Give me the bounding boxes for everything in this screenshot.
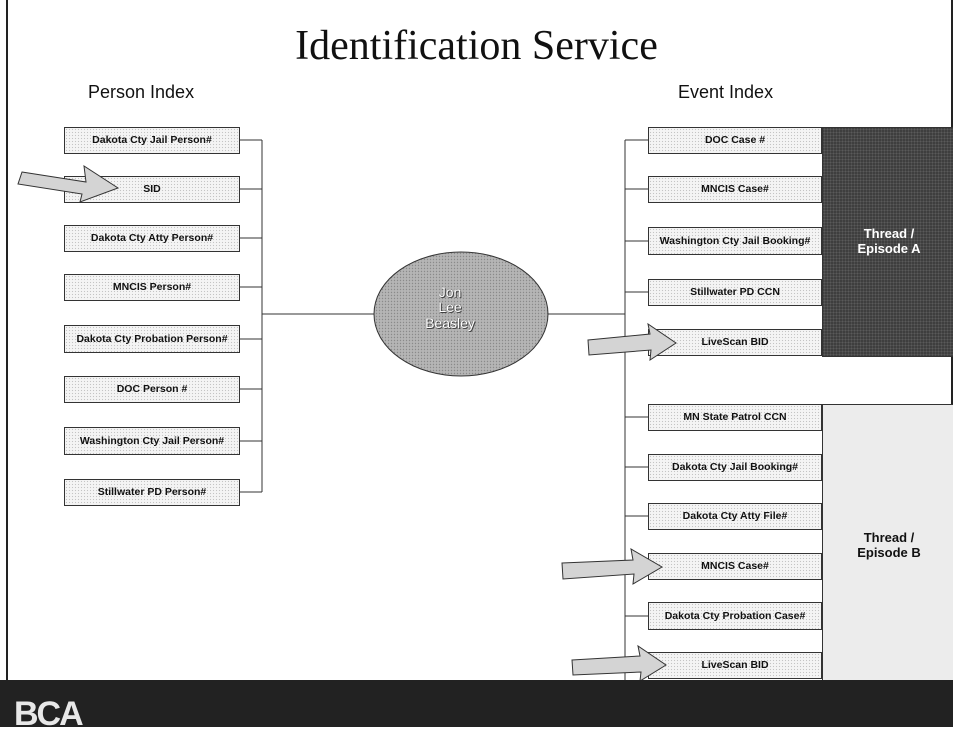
event-index-item: DOC Case # — [648, 127, 822, 154]
event-index-item: Dakota Cty Atty File# — [648, 503, 822, 530]
person-index-heading: Person Index — [88, 82, 195, 102]
pointer-arrow-icon — [571, 644, 667, 682]
footer-bar — [0, 680, 953, 727]
pointer-arrow-icon — [561, 548, 663, 585]
event-index-item: MN State Patrol CCN — [648, 404, 822, 431]
event-index-item: LiveScan BID — [648, 652, 822, 679]
slide-frame — [6, 0, 953, 727]
person-index-item: Dakota Cty Atty Person# — [64, 225, 240, 252]
event-index-item: Stillwater PD CCN — [648, 279, 822, 306]
event-index-item: LiveScan BID — [648, 329, 822, 356]
bca-logo: BCA — [14, 695, 84, 733]
event-index-item: Dakota Cty Probation Case# — [648, 602, 822, 630]
event-index-item: Washington Cty Jail Booking# — [648, 227, 822, 255]
thread-b-label: Thread / Episode B — [857, 529, 921, 560]
event-index-item: MNCIS Case# — [648, 553, 822, 580]
person-index-item: Dakota Cty Probation Person# — [64, 325, 240, 353]
person-name: Jon Lee Beasley — [425, 284, 475, 331]
pointer-arrow-icon — [587, 322, 677, 361]
event-index-heading: Event Index — [678, 82, 774, 102]
thread-a-label: Thread / Episode A — [857, 226, 921, 256]
person-index-item: DOC Person # — [64, 376, 240, 403]
thread-b-panel: Thread / Episode B — [822, 404, 953, 687]
person-index-item: Washington Cty Jail Person# — [64, 427, 240, 455]
thread-a-panel: Thread / Episode A — [822, 127, 953, 357]
event-index-item: Dakota Cty Jail Booking# — [648, 454, 822, 481]
person-index-item: Dakota Cty Jail Person# — [64, 127, 240, 154]
person-index-item: MNCIS Person# — [64, 274, 240, 301]
pointer-arrow-icon — [17, 164, 120, 203]
person-index-item: Stillwater PD Person# — [64, 479, 240, 506]
slide-title: Identification Service — [295, 23, 658, 69]
event-index-item: MNCIS Case# — [648, 176, 822, 203]
